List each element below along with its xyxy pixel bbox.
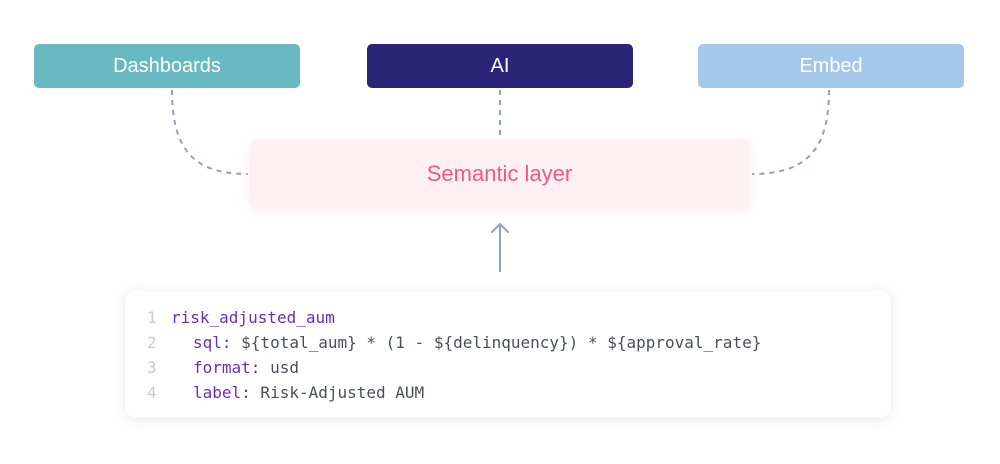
code-line: 1 risk_adjusted_aum (125, 305, 891, 330)
connector-dashboards (171, 89, 249, 175)
code-line: 4 label: Risk-Adjusted AUM (125, 380, 891, 405)
ai-node-label: AI (490, 54, 510, 77)
label-key: label: (193, 383, 251, 402)
label-value: Risk-Adjusted AUM (250, 383, 425, 402)
line-number: 3 (147, 358, 157, 377)
embed-node-label: Embed (799, 54, 863, 77)
sql-value: ${total_aum} * (1 - ${delinquency}) * ${… (231, 333, 762, 352)
line-number: 4 (147, 383, 157, 402)
embed-node: Embed (698, 44, 964, 88)
code-line: 2 sql: ${total_aum} * (1 - ${delinquency… (125, 330, 891, 355)
sql-key: sql: (193, 333, 232, 352)
dashboards-node-label: Dashboards (113, 54, 221, 77)
code-line: 3 format: usd (125, 355, 891, 380)
semantic-layer-node: Semantic layer (249, 139, 750, 209)
connector-embed (751, 89, 830, 175)
line-number: 1 (147, 308, 157, 327)
semantic-layer-label: Semantic layer (426, 161, 573, 186)
up-arrow-icon (491, 223, 509, 272)
code-block: 1 risk_adjusted_aum 2 sql: ${total_aum} … (125, 291, 891, 417)
line-number: 2 (147, 333, 157, 352)
ai-node: AI (367, 44, 633, 88)
metric-name: risk_adjusted_aum (171, 308, 335, 327)
dashboards-node: Dashboards (34, 44, 300, 88)
format-value: usd (260, 358, 299, 377)
format-key: format: (193, 358, 261, 377)
